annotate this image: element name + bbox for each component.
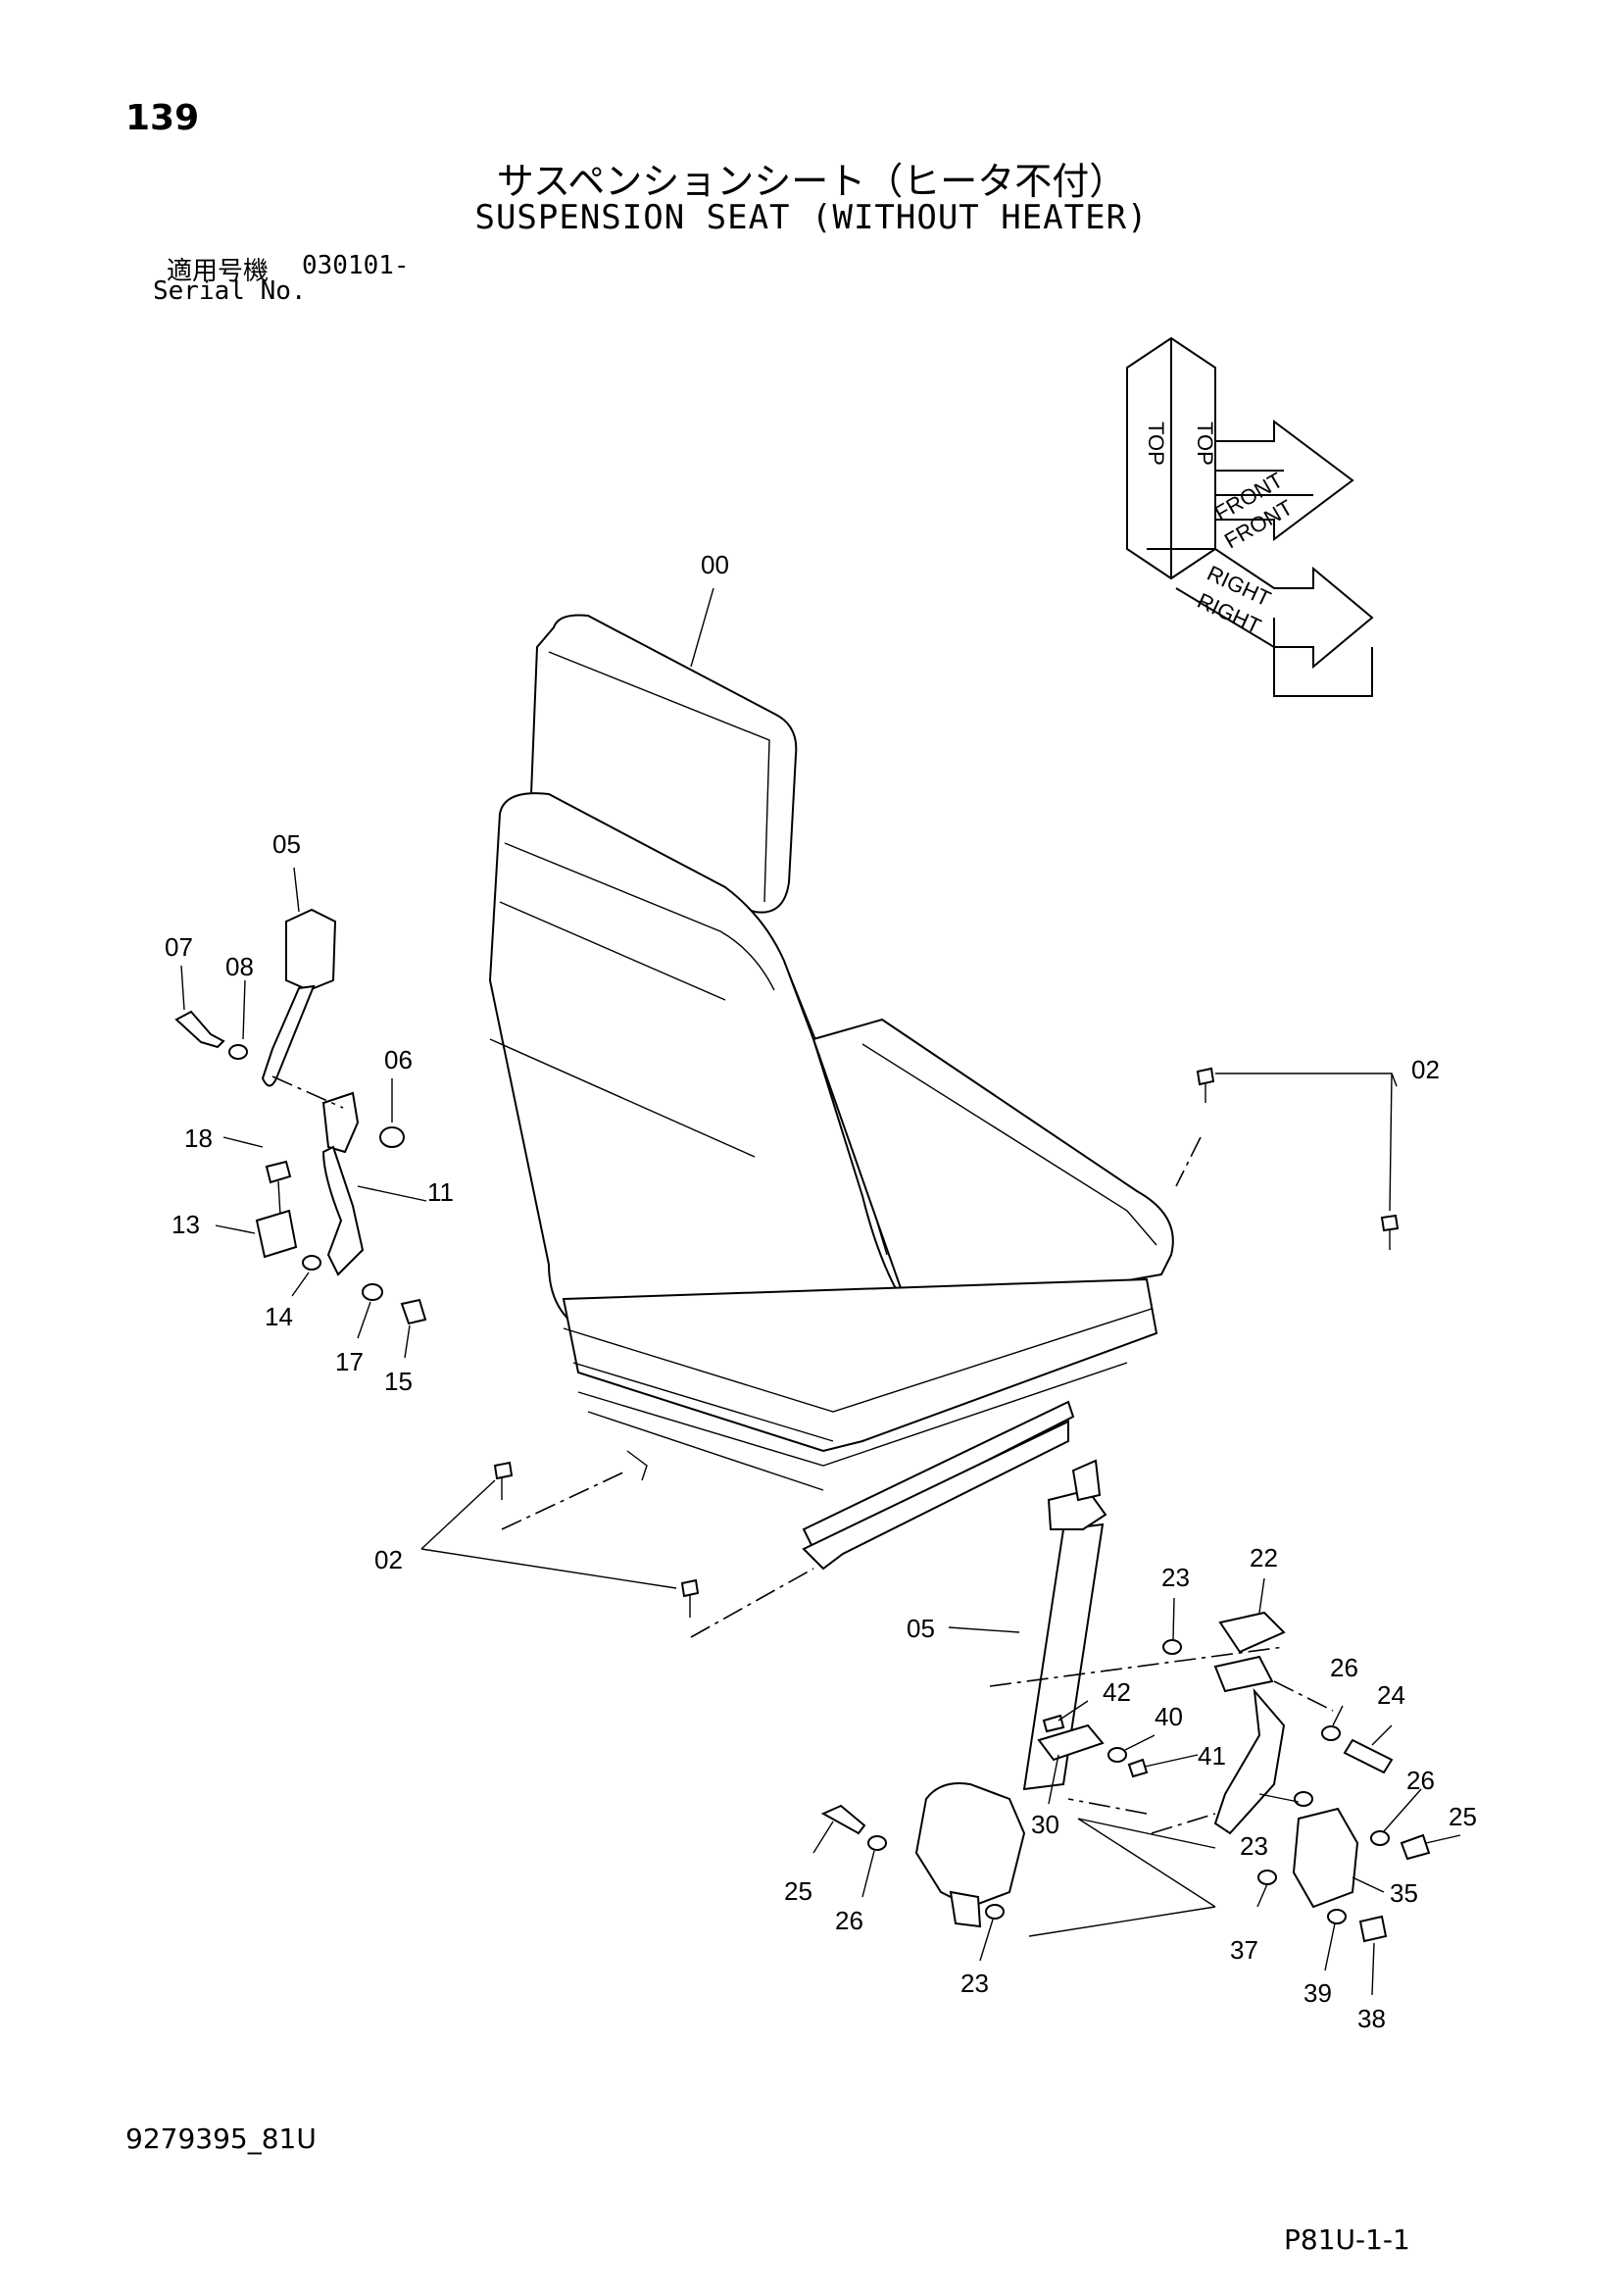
callout-13: 13 <box>172 1210 200 1239</box>
orientation-top-label-2: TOP <box>1193 422 1217 466</box>
orientation-top-label-1: TOP <box>1144 422 1168 466</box>
callout-02-right: 02 <box>1411 1055 1440 1084</box>
serial-range: 030101- <box>302 251 410 280</box>
callout-39: 39 <box>1303 1978 1332 2008</box>
callout-18: 18 <box>184 1123 213 1153</box>
leader-lines <box>180 587 1461 1996</box>
callout-00: 00 <box>701 550 729 579</box>
callout-26-top: 26 <box>1330 1653 1358 1682</box>
callout-42: 42 <box>1103 1677 1131 1707</box>
callout-30: 30 <box>1031 1810 1059 1839</box>
seat-assembly <box>488 614 1174 1571</box>
callout-23-top: 23 <box>1161 1563 1190 1592</box>
callout-02-left: 02 <box>374 1545 403 1574</box>
callout-25-left: 25 <box>784 1876 812 1906</box>
callout-41: 41 <box>1198 1741 1226 1771</box>
callout-07: 07 <box>165 932 193 962</box>
orientation-indicator: TOP TOP FRONT FRONT RIGHT RIGHT <box>1126 336 1374 697</box>
page-reference: P81U-1-1 <box>1284 2223 1410 2256</box>
callout-22: 22 <box>1250 1543 1278 1572</box>
serial-label-english: Serial No. <box>153 276 307 306</box>
callout-24: 24 <box>1377 1680 1405 1710</box>
page-title-english: SUSPENSION SEAT (WITHOUT HEATER) <box>474 198 1149 237</box>
callout-40: 40 <box>1155 1702 1183 1731</box>
callout-15: 15 <box>384 1367 413 1396</box>
callout-23-middle: 23 <box>1240 1831 1268 1861</box>
serial-label-japanese: 適用号機 <box>167 257 270 286</box>
callout-37: 37 <box>1230 1935 1258 1965</box>
callout-26-left: 26 <box>835 1906 863 1935</box>
callout-labels: 00 02 02 05 05 06 07 08 11 13 14 15 17 1… <box>165 550 1477 2033</box>
callout-17: 17 <box>335 1347 364 1376</box>
document-code: 9279395_81U <box>125 2122 317 2155</box>
callout-06: 06 <box>384 1045 413 1074</box>
callout-14: 14 <box>265 1302 293 1331</box>
callout-35: 35 <box>1390 1878 1418 1908</box>
callout-23-bottom: 23 <box>960 1969 989 1998</box>
mounting-bolts <box>493 1067 1400 1638</box>
callout-08: 08 <box>225 952 254 981</box>
page-title-japanese: サスペンションシート（ヒータ不付） <box>496 160 1127 203</box>
callout-05-right: 05 <box>907 1614 935 1643</box>
callout-25-right: 25 <box>1449 1802 1477 1831</box>
callout-05-left: 05 <box>272 829 301 859</box>
callout-26-right: 26 <box>1406 1766 1435 1795</box>
right-belt-group <box>820 1459 1431 1943</box>
callout-38: 38 <box>1357 2004 1386 2033</box>
left-belt-group <box>174 908 427 1325</box>
page-number: 139 <box>125 98 200 138</box>
callout-11: 11 <box>427 1177 454 1207</box>
